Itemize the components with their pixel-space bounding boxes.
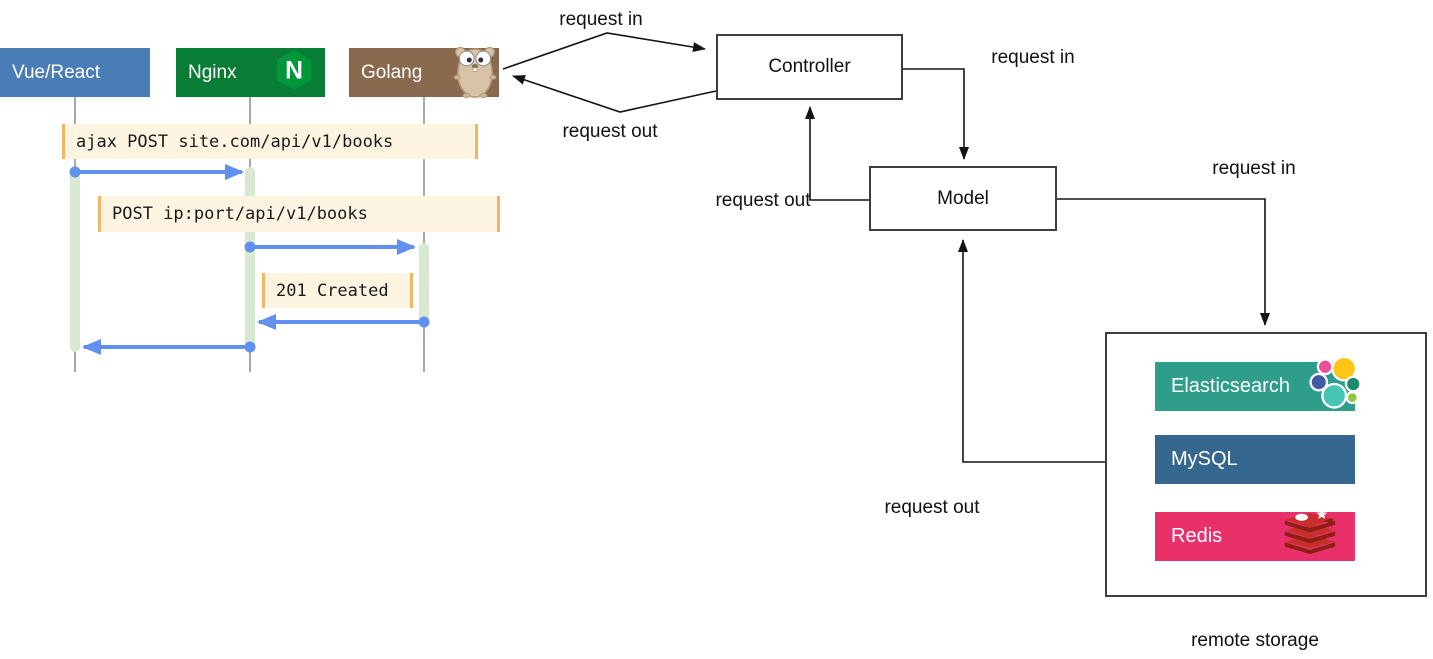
wire-model-to-storage: [1057, 198, 1270, 326]
label-request-in-model-storage: request in: [1212, 158, 1296, 179]
participant-golang: Golang: [349, 46, 499, 99]
activation-nginx: [245, 167, 255, 352]
redis-bar: Redis: [1155, 508, 1355, 561]
message-ajax-post: ajax POST site.com/api/v1/books: [62, 124, 478, 159]
elasticsearch-label: Elasticsearch: [1171, 375, 1290, 397]
mysql-label: MySQL: [1171, 448, 1238, 470]
elasticsearch-icon: [1307, 355, 1365, 419]
message-201-created: 201 Created: [262, 273, 413, 308]
elasticsearch-bar: Elasticsearch: [1155, 355, 1362, 411]
participant-label: Golang: [361, 61, 423, 83]
label-request-in-golang-controller: request in: [559, 9, 643, 30]
lifeline-golang: [423, 97, 425, 372]
model-label: Model: [937, 187, 989, 209]
wire-controller-to-golang: [512, 75, 717, 113]
message-text: 201 Created: [276, 280, 389, 301]
gopher-icon: [452, 43, 498, 105]
participant-vue-react: Vue/React: [0, 48, 150, 97]
participant-label: Vue/React: [12, 61, 101, 83]
message-text: ajax POST site.com/api/v1/books: [76, 131, 394, 152]
wire-model-to-controller: [805, 106, 869, 201]
wire-controller-to-model: [903, 68, 969, 160]
model-box: Model: [869, 166, 1057, 231]
label-request-in-controller-model: request in: [991, 47, 1075, 68]
label-request-out-storage-model: request out: [884, 497, 980, 518]
nginx-icon: N: [275, 49, 313, 97]
activation-golang: [419, 243, 429, 327]
message-post-ip-port: POST ip:port/api/v1/books: [98, 196, 500, 232]
svg-text:N: N: [285, 57, 303, 84]
redis-label: Redis: [1171, 525, 1223, 547]
controller-box: Controller: [716, 34, 903, 100]
mysql-bar: MySQL: [1155, 435, 1355, 484]
wire-golang-to-controller: [502, 32, 706, 70]
label-request-out-controller-golang: request out: [562, 121, 658, 142]
remote-storage-caption: remote storage: [1191, 630, 1319, 651]
participant-nginx: Nginx N: [176, 48, 325, 97]
redis-icon: [1279, 508, 1341, 566]
activation-vue-react: [70, 167, 80, 352]
message-text: POST ip:port/api/v1/books: [112, 204, 368, 224]
label-request-out-model-controller: request out: [715, 190, 811, 211]
participant-label: Nginx: [188, 61, 237, 83]
wire-storage-to-model: [958, 239, 1105, 463]
controller-label: Controller: [768, 56, 851, 77]
